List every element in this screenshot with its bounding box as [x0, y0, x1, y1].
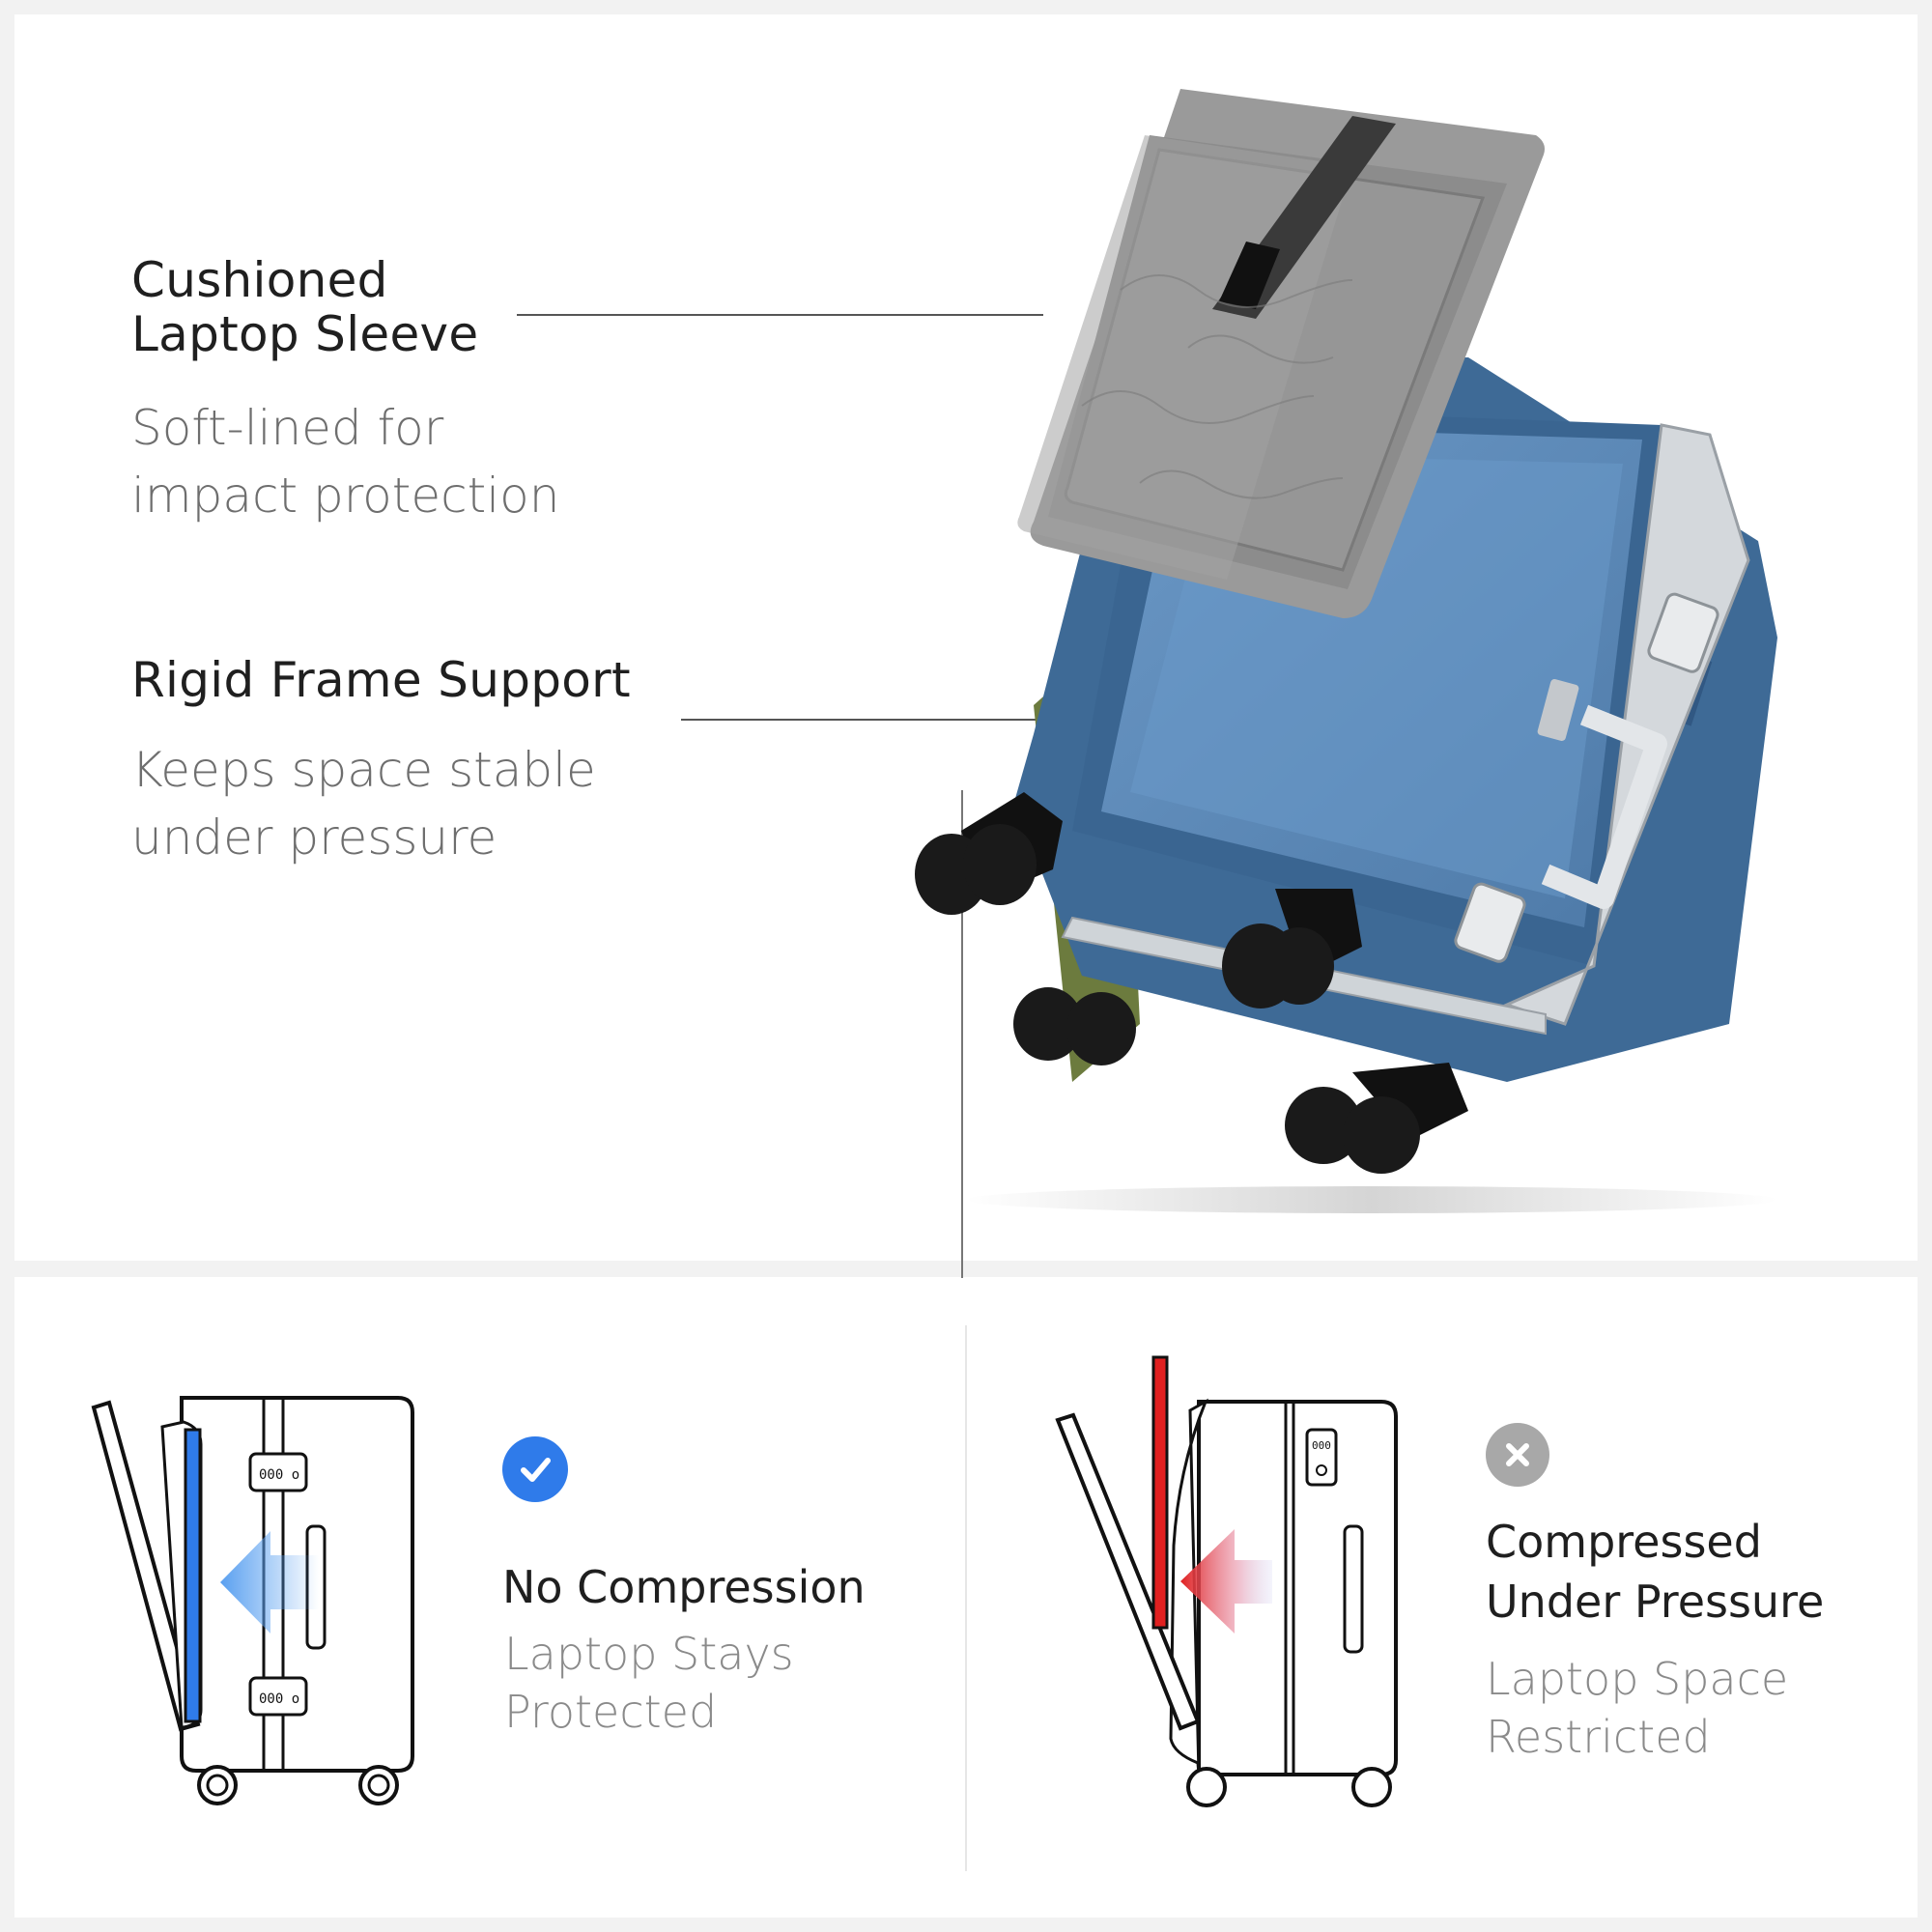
feature-desc-line: Keeps space stable — [131, 742, 596, 798]
desc-line: Restricted — [1486, 1711, 1711, 1763]
desc-line: Laptop Stays — [504, 1628, 794, 1680]
leader-line-sleeve — [517, 314, 1043, 316]
no-compression-desc: Laptop Stays Protected — [504, 1625, 794, 1741]
suitcase-illustration — [831, 77, 1797, 1256]
compressed-desc: Laptop Space Restricted — [1486, 1650, 1788, 1766]
title-line: Compressed — [1486, 1516, 1762, 1568]
svg-text:000 o: 000 o — [259, 1467, 299, 1483]
close-icon — [1486, 1423, 1549, 1487]
no-compression-title: No Compression — [502, 1561, 866, 1613]
feature-frame-title: Rigid Frame Support — [131, 653, 631, 707]
leader-line-frame — [681, 719, 1043, 721]
check-icon — [502, 1436, 568, 1502]
feature-frame-desc: Keeps space stable under pressure — [131, 736, 596, 871]
feature-title-line: Rigid Frame Support — [131, 652, 631, 708]
feature-desc-line: under pressure — [131, 810, 497, 866]
no-compression-diagram: 000 o 000 o — [77, 1372, 435, 1816]
leader-line-vertical — [961, 790, 963, 1278]
compressed-diagram: 000 — [1048, 1348, 1415, 1816]
feature-desc-line: Soft-lined for — [131, 400, 444, 456]
svg-text:000 o: 000 o — [259, 1691, 299, 1707]
feature-laptop-sleeve-title: Cushioned Laptop Sleeve — [131, 253, 478, 361]
desc-line: Laptop Space — [1486, 1653, 1789, 1705]
feature-laptop-sleeve-desc: Soft-lined for impact protection — [131, 394, 559, 529]
svg-text:000: 000 — [1312, 1439, 1331, 1452]
feature-desc-line: impact protection — [131, 468, 560, 524]
comparison-divider — [965, 1325, 967, 1871]
title-line: Under Pressure — [1486, 1576, 1825, 1628]
compressed-title: Compressed Under Pressure — [1486, 1512, 1824, 1632]
feature-title-line: Cushioned — [131, 252, 388, 308]
feature-title-line: Laptop Sleeve — [131, 306, 479, 362]
desc-line: Protected — [504, 1686, 718, 1738]
